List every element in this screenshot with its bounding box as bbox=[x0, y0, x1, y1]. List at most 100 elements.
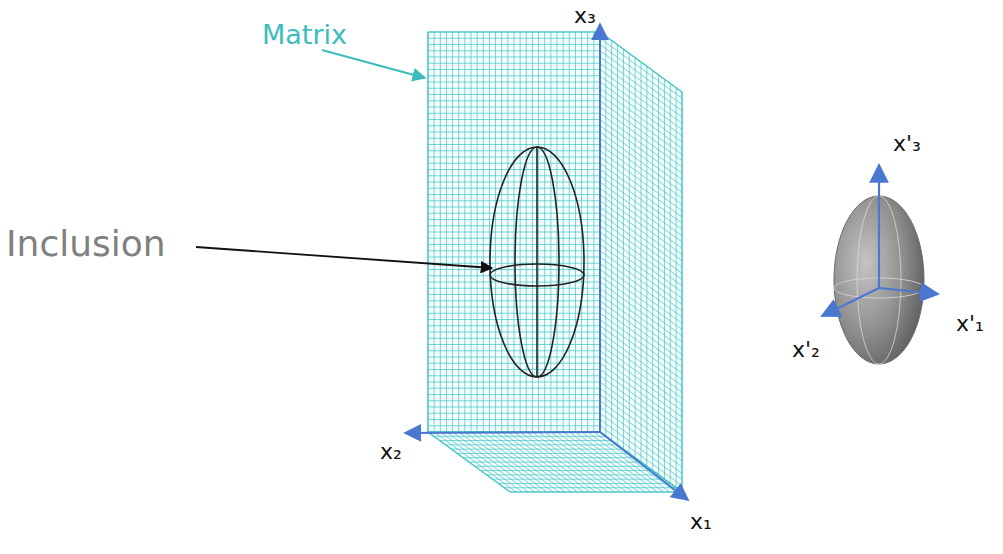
mesh-line bbox=[600, 332, 682, 392]
mesh-line bbox=[428, 375, 600, 376]
mesh-line bbox=[428, 225, 600, 226]
mesh-line bbox=[600, 357, 682, 417]
mesh-line bbox=[600, 82, 682, 142]
mesh-line bbox=[428, 69, 600, 70]
mesh-line bbox=[600, 282, 682, 342]
matrix-mesh bbox=[428, 32, 682, 492]
mesh-line bbox=[428, 325, 600, 326]
mesh-line bbox=[539, 432, 621, 492]
mesh-line bbox=[545, 432, 627, 492]
mesh-line bbox=[428, 100, 600, 101]
mesh-line bbox=[600, 201, 682, 261]
mesh-line bbox=[600, 320, 682, 380]
mesh-line bbox=[575, 432, 657, 492]
mesh-line bbox=[428, 232, 600, 233]
mesh-line bbox=[428, 132, 600, 133]
mesh-line bbox=[600, 363, 682, 423]
mesh-line bbox=[600, 151, 682, 211]
mesh-line bbox=[428, 313, 600, 314]
mesh-line bbox=[600, 120, 682, 180]
mesh-line bbox=[600, 157, 682, 217]
mesh-line bbox=[600, 163, 682, 223]
mesh-line bbox=[428, 338, 600, 339]
mesh-line bbox=[428, 350, 600, 351]
mesh-line bbox=[428, 88, 600, 89]
mesh-line bbox=[446, 432, 528, 492]
mesh-line bbox=[600, 170, 682, 230]
mesh-line bbox=[428, 82, 600, 83]
mesh-line bbox=[600, 251, 682, 311]
mesh-line bbox=[557, 432, 639, 492]
mesh-line bbox=[483, 432, 565, 492]
mesh-line bbox=[600, 238, 682, 298]
mesh-line bbox=[428, 250, 600, 251]
mesh-line bbox=[600, 57, 682, 117]
mesh-line bbox=[477, 432, 559, 492]
mesh-line bbox=[428, 344, 600, 345]
mesh-line bbox=[600, 182, 682, 242]
mesh-line bbox=[428, 388, 600, 389]
mesh-line bbox=[428, 257, 600, 258]
mesh-line bbox=[428, 319, 600, 320]
mesh-line bbox=[428, 263, 600, 264]
mesh-line bbox=[428, 188, 600, 189]
mesh-line bbox=[428, 175, 600, 176]
mesh-line bbox=[600, 101, 682, 161]
mesh-line bbox=[514, 432, 596, 492]
mesh-line bbox=[428, 200, 600, 201]
mesh-line bbox=[471, 432, 553, 492]
mesh-line bbox=[428, 369, 600, 370]
mesh-line bbox=[428, 150, 600, 151]
mesh-line bbox=[428, 44, 600, 45]
mesh-line bbox=[428, 238, 600, 239]
mesh-line bbox=[600, 276, 682, 336]
mesh-line bbox=[600, 376, 682, 436]
mesh-line bbox=[428, 75, 600, 76]
mesh-line bbox=[600, 220, 682, 280]
mesh-line bbox=[600, 213, 682, 273]
mesh-line bbox=[428, 57, 600, 58]
mesh-line bbox=[600, 301, 682, 361]
mesh-line bbox=[428, 307, 600, 308]
axis-label: x'₁ bbox=[956, 312, 984, 336]
mesh-line bbox=[600, 245, 682, 305]
mesh-line bbox=[600, 76, 682, 136]
mesh-line bbox=[428, 275, 600, 276]
mesh-line bbox=[600, 107, 682, 167]
mesh-line bbox=[600, 32, 682, 92]
mesh-line bbox=[428, 119, 600, 120]
mesh-line bbox=[600, 263, 682, 323]
mesh-line bbox=[600, 388, 682, 448]
mesh-line bbox=[600, 63, 682, 123]
ellipsoid-figure bbox=[822, 165, 938, 364]
mesh-line bbox=[600, 45, 682, 105]
mesh-line bbox=[600, 132, 682, 192]
mesh-line bbox=[428, 394, 600, 395]
mesh-line bbox=[428, 219, 600, 220]
mesh-line bbox=[600, 257, 682, 317]
mesh-line bbox=[428, 38, 600, 39]
mesh-line bbox=[600, 338, 682, 398]
mesh-line bbox=[600, 38, 682, 98]
mesh-line bbox=[600, 126, 682, 186]
mesh-line bbox=[600, 382, 682, 442]
mesh-line bbox=[428, 32, 600, 33]
mesh-line bbox=[465, 432, 547, 492]
mesh-line bbox=[508, 432, 590, 492]
mesh-line bbox=[600, 195, 682, 255]
matrix-leader bbox=[322, 50, 425, 78]
mesh-line bbox=[428, 113, 600, 114]
mesh-line bbox=[600, 88, 682, 148]
mesh-line bbox=[600, 270, 682, 330]
mesh-line bbox=[428, 357, 600, 358]
mesh-line bbox=[563, 432, 645, 492]
axis-label: x'₂ bbox=[792, 338, 820, 362]
mesh-line bbox=[434, 432, 516, 492]
mesh-line bbox=[551, 432, 633, 492]
mesh-face bbox=[428, 32, 600, 432]
mesh-line bbox=[428, 144, 600, 145]
mesh-face bbox=[600, 32, 682, 492]
mesh-line bbox=[428, 207, 600, 208]
mesh-line bbox=[428, 157, 600, 158]
mesh-line bbox=[428, 94, 600, 95]
